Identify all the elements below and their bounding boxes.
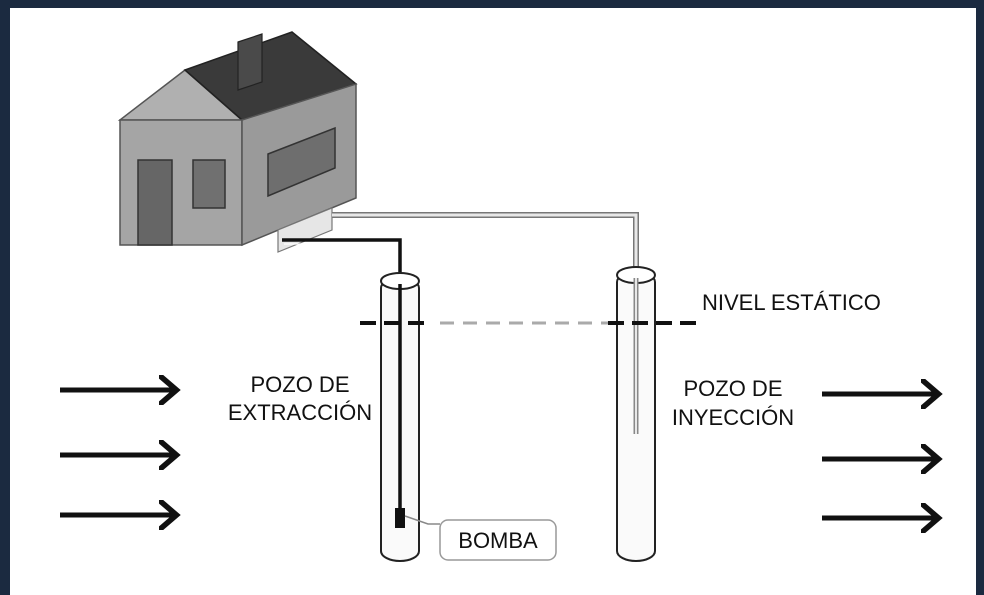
pump-callout: BOMBA xyxy=(404,515,557,561)
pump-icon xyxy=(395,508,405,528)
extraction-well-label-line1: POZO DE xyxy=(250,372,349,397)
outflow-arrows xyxy=(822,394,936,518)
static-level-label: NIVEL ESTÁTICO xyxy=(702,290,881,315)
pump-callout-leader xyxy=(404,515,440,525)
piping xyxy=(282,212,639,512)
injection-well-label-line2: INYECCIÓN xyxy=(672,405,794,430)
static-level-line: NIVEL ESTÁTICO xyxy=(360,290,881,325)
extraction-well-label-line2: EXTRACCIÓN xyxy=(228,400,372,425)
house-door xyxy=(137,159,173,246)
house-window-front xyxy=(192,159,226,209)
inflow-arrows xyxy=(60,390,174,515)
geothermal-well-diagram: NIVEL ESTÁTICO POZO DE EXTRACCIÓN POZO D… xyxy=(10,8,976,595)
injection-well-label-line1: POZO DE xyxy=(683,376,782,401)
house-icon xyxy=(117,31,358,253)
pump-callout-box xyxy=(439,519,557,561)
house-window-side xyxy=(267,126,336,198)
diagram-canvas: NIVEL ESTÁTICO POZO DE EXTRACCIÓN POZO D… xyxy=(60,31,976,562)
injection-well xyxy=(616,266,656,562)
extraction-well xyxy=(380,272,420,562)
house-chimney xyxy=(237,33,263,91)
pump-label: BOMBA xyxy=(458,528,538,553)
